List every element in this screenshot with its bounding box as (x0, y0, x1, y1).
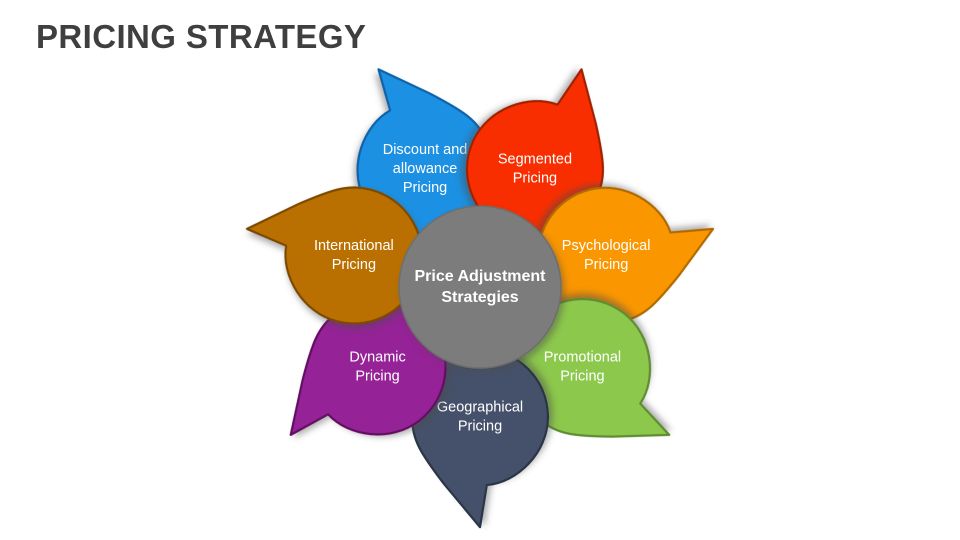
petal-label-dynamic-pricing-line2: Pricing (355, 368, 399, 384)
petal-label-promotional-pricing-line2: Pricing (560, 368, 604, 384)
petal-label-psychological-pricing-line1: Psychological (562, 238, 651, 254)
petal-label-dynamic-pricing-line1: Dynamic (349, 349, 405, 365)
petal-label-segmented-pricing-line1: Segmented (498, 152, 572, 168)
petal-label-discount-and-allowance-pricing-line3: Pricing (403, 180, 447, 196)
petal-label-segmented-pricing-line2: Pricing (513, 171, 557, 187)
petal-label-geographical-pricing-line2: Pricing (458, 418, 502, 434)
center-circle[interactable] (398, 205, 562, 369)
petal-label-psychological-pricing-line2: Pricing (584, 257, 628, 273)
petal-label-geographical-pricing-line1: Geographical (437, 399, 523, 415)
center-label-line2: Strategies (441, 289, 518, 306)
petal-label-discount-and-allowance-pricing-line1: Discount and (383, 142, 468, 158)
petal-label-international-pricing-line2: Pricing (332, 257, 376, 273)
petal-label-discount-and-allowance-pricing-line2: allowance (393, 161, 458, 177)
page-title: PRICING STRATEGY (36, 18, 367, 55)
petal-label-international-pricing-line1: International (314, 238, 394, 254)
petal-label-promotional-pricing-line1: Promotional (544, 349, 621, 365)
center-label-line1: Price Adjustment (415, 268, 547, 285)
center-node[interactable]: Price Adjustment Strategies (398, 205, 562, 369)
